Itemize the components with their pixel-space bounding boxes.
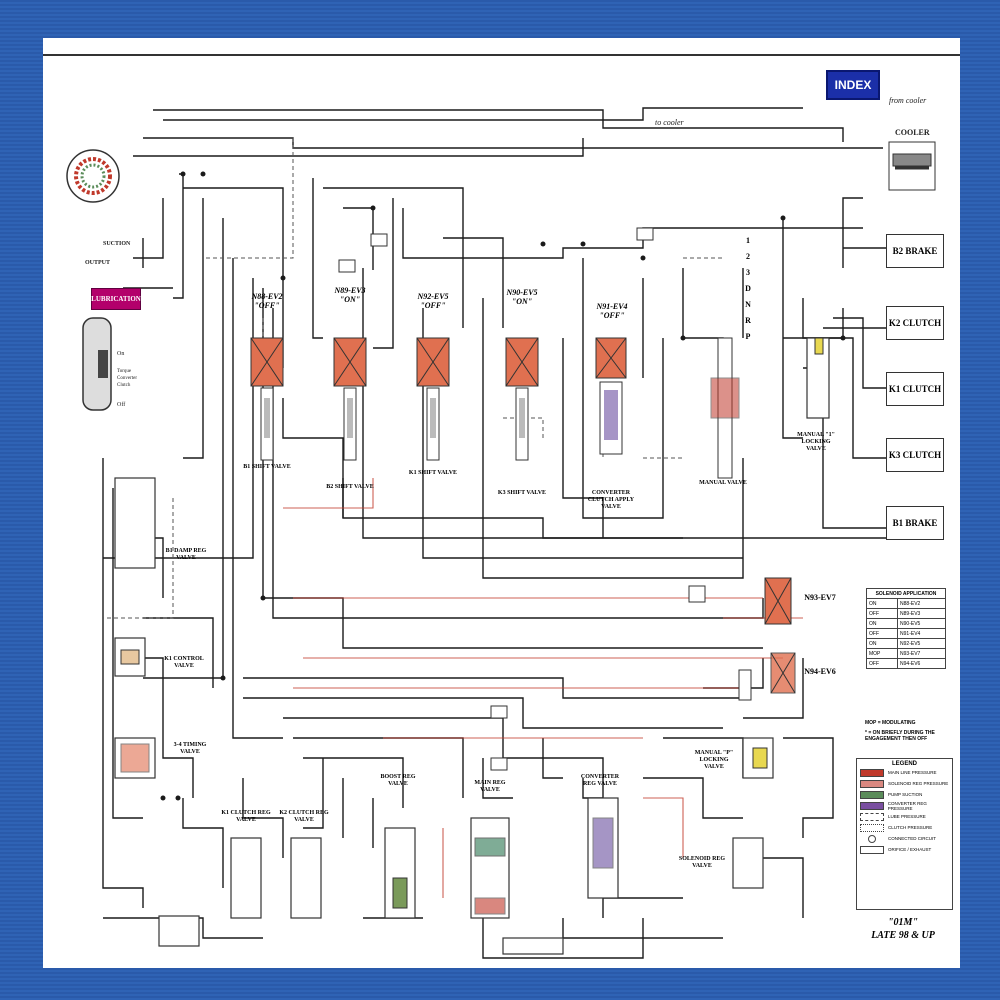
legend-swatch [860, 768, 884, 777]
torque-converter-icon [82, 317, 112, 411]
index-button[interactable]: INDEX [826, 70, 880, 100]
gear-n: N [745, 300, 751, 309]
tcc-caption-1: Torque [117, 369, 132, 374]
legend-swatch [860, 790, 884, 799]
converter-reg-valve-label: CONVERTER REG VALVE [580, 774, 620, 787]
solenoid-table-title: SOLENOID APPLICATION [866, 588, 946, 599]
k1-clutch-reg-valve-label: K1 CLUTCH REG VALVE [221, 810, 271, 823]
model-code: "01M" [888, 917, 918, 928]
valve-caption: K1 SHIFT VALVE [408, 470, 458, 476]
main-reg-valve-label: MAIN REG VALVE [474, 780, 506, 793]
hydraulic-circuit-lines [66, 107, 936, 959]
manual-valve-body [710, 337, 740, 479]
gear-r: R [745, 316, 751, 325]
legend-item: CLUTCH PRESSURE [857, 822, 952, 833]
gear-p: P [745, 332, 751, 341]
legend: LEGEND MAIN LINE PRESSURE SOLENOID REG P… [856, 758, 953, 910]
k2-clutch-box: K2 CLUTCH [886, 306, 944, 340]
model-years: LATE 98 & UP [871, 930, 935, 941]
n94-label: N94-EV6 [804, 667, 836, 676]
b1-brake-box: B1 BRAKE [886, 506, 944, 540]
solenoid-title: N92-EV5"OFF" [417, 292, 449, 310]
legend-item: PUMP SUCTION [857, 789, 952, 800]
manual-locking-valve-label: MANUAL "1" LOCKING VALVE [797, 432, 835, 452]
valve-caption: B2 SHIFT VALVE [326, 484, 374, 490]
output-label: OUTPUT [85, 260, 111, 266]
tcc-caption-3: Clutch [117, 383, 131, 388]
top-divider [43, 54, 960, 56]
gear-3: 3 [746, 268, 750, 277]
solenoid-title: N91-EV4"OFF" [596, 302, 628, 320]
legend-title: LEGEND [891, 761, 917, 767]
n93-label: N93-EV7 [804, 593, 836, 602]
valve-caption: B1 SHIFT VALVE [243, 464, 291, 470]
manual-valve-label: MANUAL VALVE [699, 480, 747, 486]
legend-swatch [860, 845, 884, 854]
legend-item: CONVERTER REG PRESSURE [857, 800, 952, 811]
k2-clutch-reg-valve-label: K2 CLUTCH REG VALVE [279, 810, 329, 823]
tcc-caption-2: Converter [117, 376, 137, 381]
gear-d: D [745, 284, 751, 293]
legend-swatch [860, 812, 884, 821]
legend-item: MAIN LINE PRESSURE [857, 767, 952, 778]
valve-caption: K3 SHIFT VALVE [497, 490, 547, 496]
manual-p-locking-valve-label: MANUAL "P" LOCKING VALVE [694, 750, 734, 770]
table-note-1: MOP = MODULATING [865, 720, 916, 726]
tcc-off-label: Off [117, 402, 126, 408]
legend-item: SOLENOID REG PRESSURE [857, 778, 952, 789]
cooler-icon [888, 141, 936, 191]
k1-control-valve-label: K1 CONTROL VALVE [164, 656, 204, 669]
legend-swatch [860, 801, 884, 810]
hydraulic-diagram-sheet: INDEX from cooler to cooler COOLER SUCTI… [43, 38, 960, 968]
k3-clutch-box: K3 CLUTCH [886, 438, 944, 472]
suction-label: SUCTION [103, 241, 131, 247]
legend-swatch [868, 834, 876, 843]
timing-valve-label: 3-4 TIMING VALVE [173, 742, 207, 755]
boost-reg-valve-label: BOOST REG VALVE [380, 774, 416, 787]
from-cooler-label: from cooler [889, 96, 927, 105]
solenoid-bodies [250, 337, 796, 694]
solenoid-reg-valve-label: SOLENOID REG VALVE [678, 856, 726, 869]
solenoid-title: N89-EV3"ON" [334, 286, 366, 304]
b2-brake-box: B2 BRAKE [886, 234, 944, 268]
solenoid-title: N90-EV5"ON" [506, 288, 538, 306]
pump-icon [66, 149, 120, 203]
b1-damp-reg-valve-label: B1 DAMP REG VALVE [165, 548, 207, 561]
legend-swatch [860, 779, 884, 788]
legend-item: CONNECTED CIRCUIT [857, 833, 952, 844]
gear-1: 1 [746, 236, 750, 245]
valve-caption: CONVERTER CLUTCH APPLY VALVE [587, 490, 635, 510]
table-note-2: * = ON BRIEFLY DURING THE ENGAGEMENT THE… [865, 730, 935, 742]
gear-2: 2 [746, 252, 750, 261]
cooler-title: COOLER [895, 128, 930, 137]
solenoid-title: N88-EV2"OFF" [251, 292, 283, 310]
legend-item: ORIFICE / EXHAUST [857, 844, 952, 855]
model-label: "01M" LATE 98 & UP [863, 916, 943, 942]
to-cooler-label: to cooler [655, 118, 684, 127]
k1-clutch-box: K1 CLUTCH [886, 372, 944, 406]
tcc-on-label: On [117, 351, 125, 357]
legend-swatch [860, 823, 884, 832]
lubrication-label: LUBRICATION [91, 288, 141, 310]
legend-item: LUBE PRESSURE [857, 811, 952, 822]
